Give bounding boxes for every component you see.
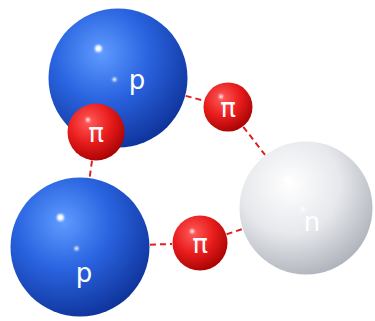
sphere-body <box>173 216 228 271</box>
pion-exchange-line <box>150 243 172 246</box>
pion-sphere: π <box>172 215 228 271</box>
particle-label: p <box>129 67 146 93</box>
pion-exchange-line <box>227 229 243 234</box>
proton-sphere: p <box>10 177 150 317</box>
specular-highlight <box>284 177 291 184</box>
particle-label: π <box>192 231 208 257</box>
particle-label: p <box>76 260 93 286</box>
sphere-body <box>68 104 125 161</box>
particle-label: π <box>220 95 236 121</box>
particle-label: n <box>304 209 320 235</box>
specular-highlight <box>57 214 64 221</box>
particle-label: π <box>88 120 104 146</box>
pion-sphere: π <box>203 82 253 132</box>
sphere-shape <box>239 141 373 275</box>
pion-exchange-line <box>243 127 265 155</box>
sphere-body <box>11 178 150 317</box>
pion-exchange-line <box>186 96 204 101</box>
sphere-body <box>240 142 373 275</box>
sphere-shape <box>10 177 150 317</box>
specular-highlight <box>75 246 79 250</box>
specular-highlight <box>113 77 117 81</box>
specular-highlight <box>95 45 102 52</box>
pion-exchange-line <box>90 161 92 178</box>
neutron-sphere: n <box>239 141 373 275</box>
sphere-body <box>204 83 253 132</box>
pion-sphere: π <box>67 103 125 161</box>
